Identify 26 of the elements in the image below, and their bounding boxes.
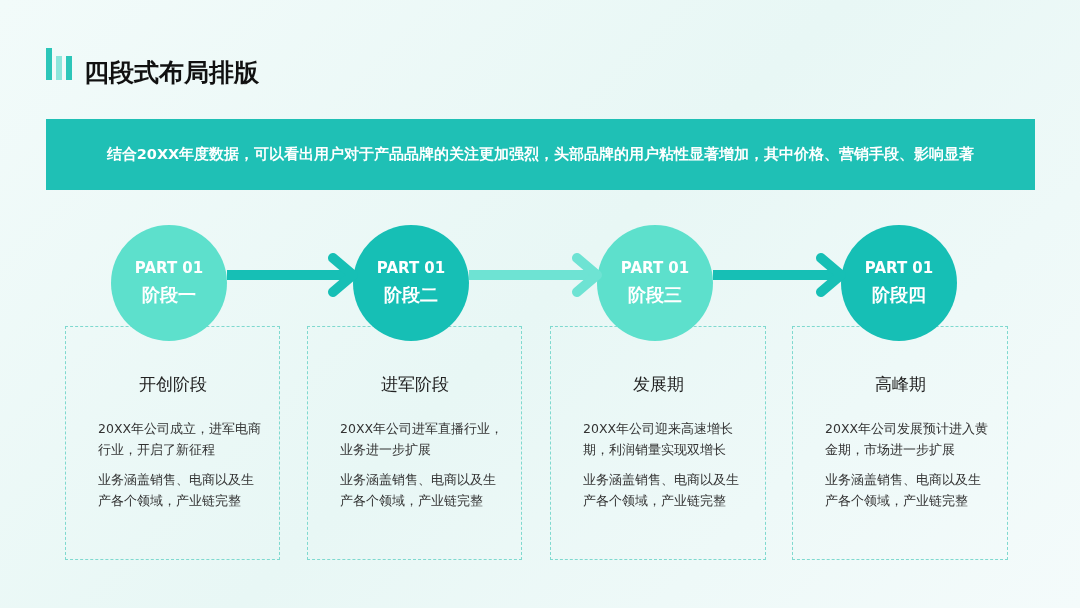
title: 四段式布局排版 bbox=[84, 57, 259, 89]
stage-name: 阶段三 bbox=[628, 283, 682, 307]
description-text: 业务涵盖销售、电商以及生产各个领域，产业链完整 bbox=[98, 471, 255, 510]
description-text: 业务涵盖销售、电商以及生产各个领域，产业链完整 bbox=[340, 471, 497, 510]
part-label: PART 01 bbox=[864, 259, 934, 277]
card-heading: 开创阶段 bbox=[137, 373, 208, 396]
arrow bbox=[469, 253, 602, 297]
card-heading: 发展期 bbox=[631, 373, 685, 396]
summary-text: 结合20XX年度数据，可以看出用户对于产品品牌的关注更加强烈，头部品牌的用户粘性显著增加，其中价格、营销手段、影响显著 bbox=[106, 145, 975, 164]
description-text: 业务涵盖销售、电商以及生产各个领域，产业链完整 bbox=[825, 471, 982, 510]
description-text: 业务涵盖销售、电商以及生产各个领域，产业链完整 bbox=[583, 471, 740, 510]
card-heading: 进军阶段 bbox=[379, 373, 450, 396]
arrow bbox=[227, 253, 358, 297]
stage-name: 阶段一 bbox=[142, 283, 196, 307]
description-text: 20XX年公司进军直播行业，业务进一步扩展 bbox=[340, 420, 505, 459]
part-label: PART 01 bbox=[376, 259, 446, 277]
card-heading: 高峰期 bbox=[873, 373, 927, 396]
banner bbox=[46, 119, 1035, 190]
stage-name: 阶段二 bbox=[384, 283, 438, 307]
description-text: 20XX年公司成立，进军电商行业，开启了新征程 bbox=[98, 420, 263, 459]
part-label: PART 01 bbox=[134, 259, 204, 277]
arrow bbox=[713, 253, 846, 297]
description-text: 20XX年公司迎来高速增长期，利润销量实现双增长 bbox=[583, 420, 735, 459]
description-text: 20XX年公司发展预计进入黄金期，市场进一步扩展 bbox=[825, 420, 990, 459]
part-label: PART 01 bbox=[620, 259, 690, 277]
stage-name: 阶段四 bbox=[872, 283, 926, 307]
